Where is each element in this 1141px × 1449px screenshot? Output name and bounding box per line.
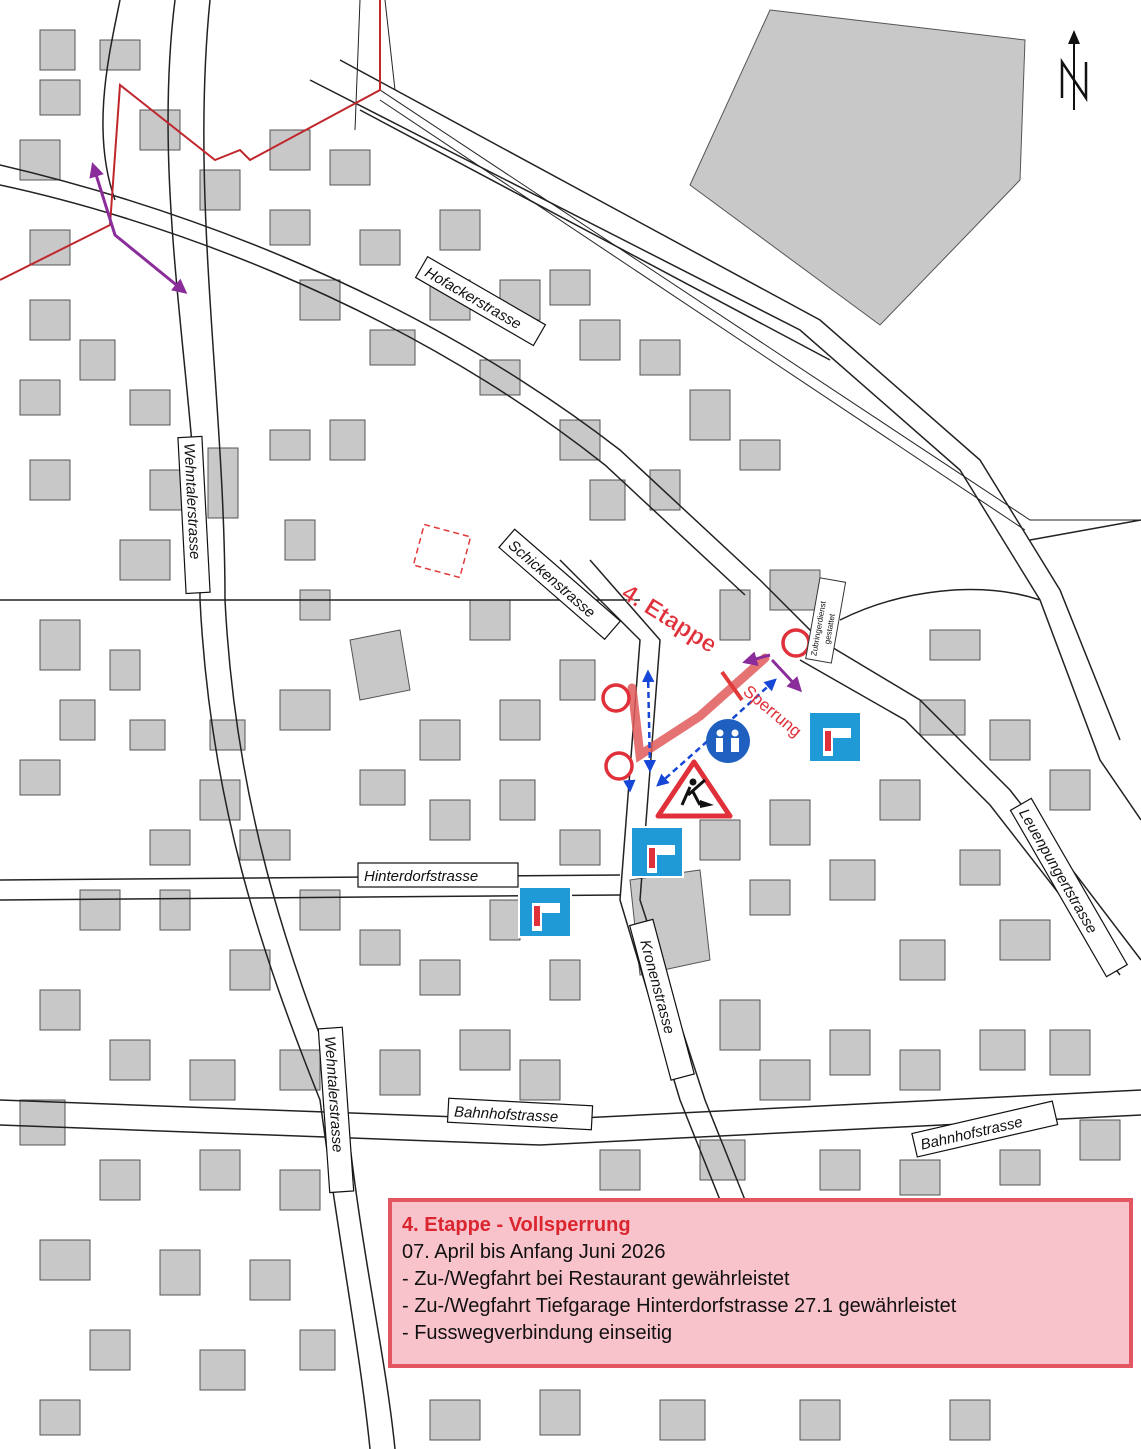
road-works-sign-icon bbox=[655, 759, 733, 819]
street-label-wehntaler-north: Wehntalerstrasse bbox=[177, 435, 211, 595]
info-line-garage-access: - Zu-/Wegfahrt Tiefgarage Hinterdorfstra… bbox=[402, 1295, 957, 1317]
info-line-dates: 07. April bis Anfang Juni 2026 bbox=[402, 1241, 666, 1263]
access-permitted-sign: Zubringerdienst gestattet bbox=[805, 577, 847, 664]
info-line-footpath: - Fusswegverbindung einseitig bbox=[402, 1322, 673, 1344]
svg-text:Bahnhofstrasse: Bahnhofstrasse bbox=[454, 1104, 559, 1126]
street-label-hinterdorf: Hinterdorfstrasse bbox=[357, 862, 519, 888]
planned-building-outline bbox=[412, 523, 472, 579]
street-label-bahnhof-east: Bahnhofstrasse bbox=[911, 1100, 1059, 1158]
stage-label: 4. Etappe bbox=[617, 579, 722, 658]
info-box: 4. Etappe - Vollsperrung 07. April bis A… bbox=[388, 1198, 1133, 1368]
dead-end-sign-icon bbox=[518, 711, 862, 938]
info-title: 4. Etappe - Vollsperrung bbox=[402, 1214, 631, 1236]
detour-arrow-northwest bbox=[89, 162, 188, 294]
street-label-schicken: Schickenstrasse bbox=[498, 528, 622, 641]
svg-text:Schickenstrasse: Schickenstrasse bbox=[505, 537, 599, 621]
pedestrian-path-sign-icon bbox=[706, 719, 750, 763]
purple-arrows-east bbox=[742, 651, 803, 693]
north-arrow-icon bbox=[1030, 28, 1130, 116]
svg-text:Leuenpungertstrasse: Leuenpungertstrasse bbox=[1015, 806, 1100, 937]
info-line-restaurant-access: - Zu-/Wegfahrt bei Restaurant gewährleis… bbox=[402, 1268, 790, 1290]
closure-label: Sperrung bbox=[739, 682, 805, 742]
svg-text:Hinterdorfstrasse: Hinterdorfstrasse bbox=[364, 868, 478, 885]
street-label-bahnhof-west: Bahnhofstrasse bbox=[446, 1097, 594, 1131]
svg-text:Wehntalerstrasse: Wehntalerstrasse bbox=[180, 443, 203, 560]
street-label-wehntaler-south: Wehntalerstrasse bbox=[317, 1026, 355, 1194]
buildings bbox=[19, 9, 1121, 1441]
railway bbox=[354, 0, 1141, 531]
